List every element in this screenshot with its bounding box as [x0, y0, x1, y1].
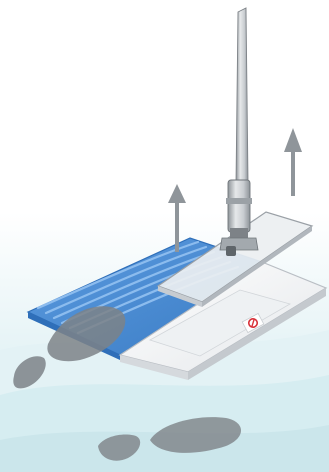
lift-plate-diagram — [0, 0, 329, 472]
illustration-stage — [0, 0, 329, 472]
